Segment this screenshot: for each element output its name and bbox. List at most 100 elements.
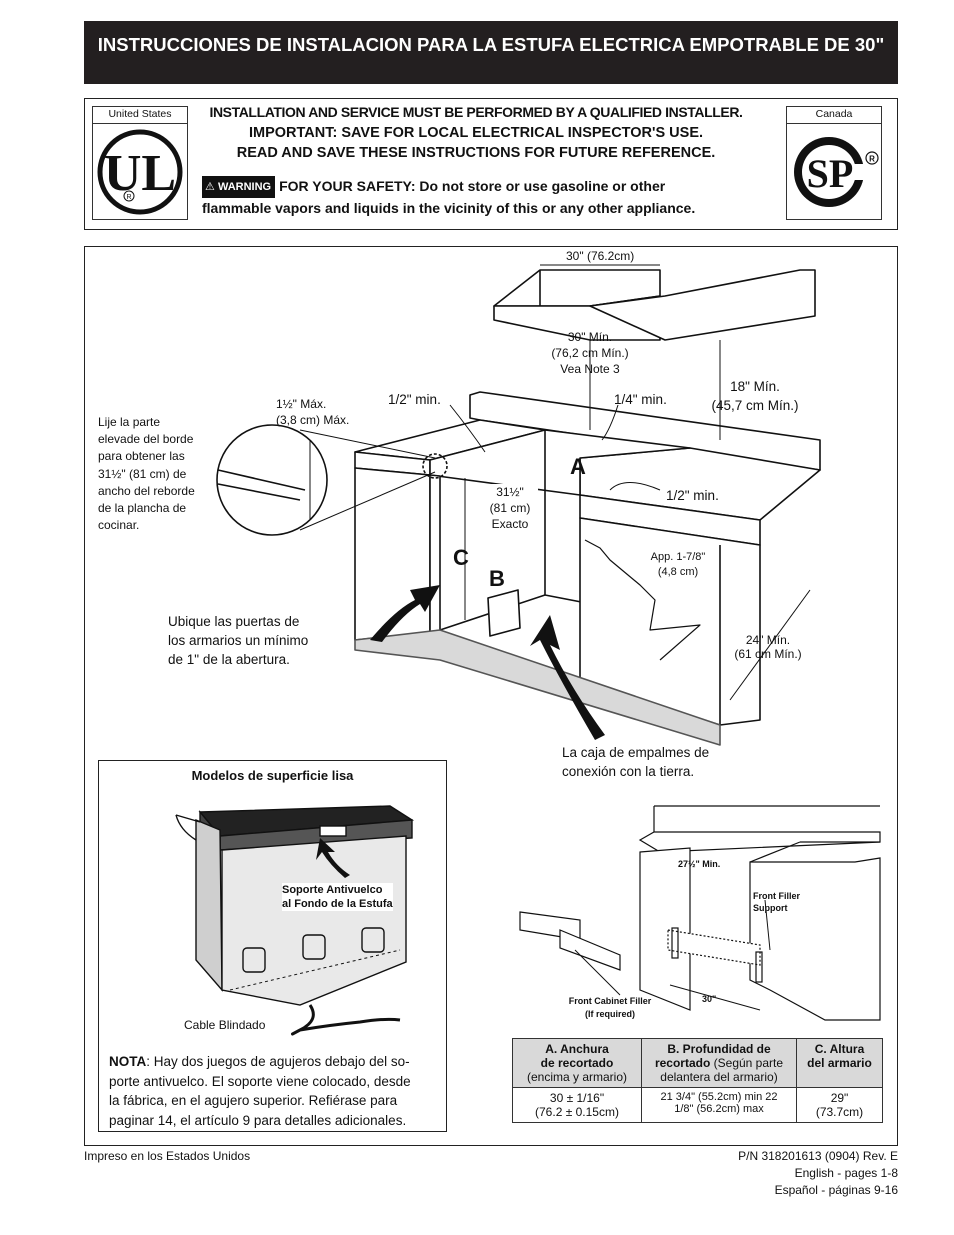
cell-line: (76.2 ± 0.15cm) bbox=[535, 1105, 619, 1119]
installation-diagram-frame bbox=[84, 246, 898, 1146]
cell-line: 21 3/4" (55.2cm) min 22 bbox=[660, 1091, 778, 1103]
note-label: NOTA bbox=[109, 1054, 147, 1069]
armored-cable-label: Cable Blindado bbox=[184, 1018, 266, 1032]
safety-header bbox=[84, 98, 898, 230]
max-line1: 1½" Máx. bbox=[276, 397, 327, 411]
min30-line3: Vea Note 3 bbox=[560, 362, 620, 376]
note-line: la fábrica, en el agujero superior. Refi… bbox=[109, 1093, 398, 1108]
header-normal: (Según parte delantera del armario) bbox=[660, 1056, 784, 1084]
fcf-line2: (If required) bbox=[584, 1009, 635, 1019]
table-cell: 30 ± 1/16"(76.2 ± 0.15cm) bbox=[512, 1087, 642, 1123]
doors-line: de 1" de la abertura. bbox=[168, 652, 290, 667]
approx-line2: (4,8 cm) bbox=[657, 566, 699, 578]
doors-line: los armarios un mínimo bbox=[168, 633, 309, 648]
min-2712-label: 27½" Min. bbox=[678, 859, 721, 869]
warning-triangle-icon: ⚠ bbox=[205, 181, 215, 193]
half-min-left: 1/2" min. bbox=[388, 392, 441, 407]
us-label: United States bbox=[93, 107, 187, 124]
svg-text:UL: UL bbox=[104, 145, 176, 202]
dim-30-label: 30" bbox=[702, 994, 717, 1004]
cell-line: 30 ± 1/16" bbox=[549, 1091, 605, 1105]
approx-line1: App. 1-7/8" bbox=[650, 551, 706, 563]
inspector-notice: IMPORTANT: SAVE FOR LOCAL ELECTRICAL INS… bbox=[248, 125, 704, 141]
sand-line: 31½" (81 cm) de bbox=[98, 466, 187, 481]
save-notice: READ AND SAVE THESE INSTRUCTIONS FOR FUT… bbox=[236, 145, 716, 161]
part-number-block: P/N 318201613 (0904) Rev. E English - pa… bbox=[598, 1148, 898, 1199]
approx-note: App. 1-7/8" (4,8 cm) bbox=[640, 550, 716, 580]
sand-line: ancho del reborde bbox=[98, 483, 195, 498]
min30-note: 30" Mín. (76,2 cm Mín.) Vea Note 3 bbox=[540, 329, 640, 377]
doors-line: Ubique las puertas de bbox=[168, 614, 300, 629]
table-row: 30 ± 1/16"(76.2 ± 0.15cm) 21 3/4" (55.2c… bbox=[512, 1087, 883, 1123]
part-number: P/N 318201613 (0904) Rev. E bbox=[738, 1149, 898, 1163]
spanish-pages: Español - páginas 9-16 bbox=[774, 1183, 898, 1197]
svg-text:R: R bbox=[869, 155, 875, 164]
bracket-line1: Soporte Antivuelco bbox=[282, 884, 383, 896]
cell-line: 29" bbox=[830, 1091, 849, 1105]
range-illustration bbox=[175, 805, 415, 1036]
canada-label: Canada bbox=[787, 107, 881, 124]
sand-line: para obtener las bbox=[98, 449, 185, 464]
ffs-line2: Support bbox=[753, 903, 788, 913]
filler-illustration bbox=[519, 805, 881, 1021]
header-bold: C. Altura bbox=[814, 1042, 865, 1056]
label-b: B bbox=[489, 566, 505, 591]
min24-line2: (61 cm Mín.) bbox=[734, 647, 802, 661]
max-line2: (3,8 cm) Máx. bbox=[276, 413, 350, 427]
inset-title: Modelos de superficie lisa bbox=[191, 768, 354, 783]
bracket-line2: al Fondo de la Estufa bbox=[282, 898, 393, 910]
junction-box-note: La caja de empalmes de conexión con la t… bbox=[562, 743, 709, 781]
ul-logo: UL R bbox=[97, 129, 183, 215]
inset-note: NOTA: Hay dos juegos de agujeros debajo … bbox=[109, 1052, 443, 1130]
header-bold: recortado bbox=[654, 1056, 711, 1070]
sand-instructions: Lije la parte elevade del borde para obt… bbox=[98, 414, 195, 534]
min18-line2: (45,7 cm Mín.) bbox=[711, 398, 799, 413]
header-bold: de recortado bbox=[540, 1056, 614, 1070]
csa-certification: Canada SP R bbox=[786, 106, 882, 220]
sand-line: elevade del borde bbox=[98, 432, 194, 447]
sand-line: Lije la parte bbox=[98, 415, 161, 429]
printed-in-note: Impreso en los Estados Unidos bbox=[84, 1149, 251, 1163]
exact-line1: 31½" bbox=[496, 485, 524, 499]
warning-tag-text: WARNING bbox=[217, 181, 272, 193]
label-a: A bbox=[570, 454, 586, 479]
quarter-min: 1/4" min. bbox=[614, 392, 667, 407]
min30-line2: (76,2 cm Mín.) bbox=[551, 346, 629, 360]
note-line: : Hay dos juegos de agujeros debajo del … bbox=[146, 1054, 410, 1069]
warning-badge: ⚠ WARNING bbox=[202, 176, 276, 198]
exact-width-note: 31½" (81 cm) Exacto bbox=[482, 484, 538, 532]
front-cabinet-filler-label: Front Cabinet Filler (If required) bbox=[560, 995, 660, 1021]
warning-text: FOR YOUR SAFETY: Do not store or use gas… bbox=[279, 178, 666, 194]
min24-note: 24" Mín. (61 cm Mín.) bbox=[730, 633, 806, 661]
half-min-right: 1/2" min. bbox=[666, 488, 719, 503]
fcf-line1: Front Cabinet Filler bbox=[568, 996, 652, 1006]
exact-line3: Exacto bbox=[491, 517, 529, 531]
warning-text-2: flammable vapors and liquids in the vici… bbox=[202, 200, 696, 216]
english-pages: English - pages 1-8 bbox=[794, 1166, 898, 1180]
csa-logo: SP R bbox=[794, 137, 879, 207]
header-bold: B. Profundidad de bbox=[667, 1042, 771, 1056]
min18-note: 18" Mín. (45,7 cm Mín.) bbox=[700, 377, 810, 415]
label-c: C bbox=[453, 545, 469, 570]
cell-line: 1/8" (56.2cm) max bbox=[674, 1103, 764, 1115]
sand-line: de la plancha de bbox=[98, 501, 187, 516]
max-rim-note: 1½" Máx. (3,8 cm) Máx. bbox=[276, 396, 349, 428]
width-dimension: 30" (76.2cm) bbox=[566, 249, 635, 263]
cell-line: (73.7cm) bbox=[815, 1105, 864, 1119]
installer-notice: INSTALLATION AND SERVICE MUST BE PERFORM… bbox=[209, 104, 743, 120]
ffs-line1: Front Filler bbox=[753, 891, 800, 901]
ul-certification: United States UL R bbox=[92, 106, 188, 220]
header-bold: del armario bbox=[807, 1056, 872, 1070]
svg-text:R: R bbox=[126, 194, 131, 201]
cabinet-doors-note: Ubique las puertas de los armarios un mí… bbox=[168, 612, 308, 669]
note-line: porte antivuelco. El soporte viene coloc… bbox=[109, 1073, 411, 1089]
header-normal: (encima y armario) bbox=[526, 1070, 628, 1084]
header-bold: A. Anchura bbox=[545, 1042, 609, 1056]
min18-line1: 18" Mín. bbox=[730, 379, 780, 394]
